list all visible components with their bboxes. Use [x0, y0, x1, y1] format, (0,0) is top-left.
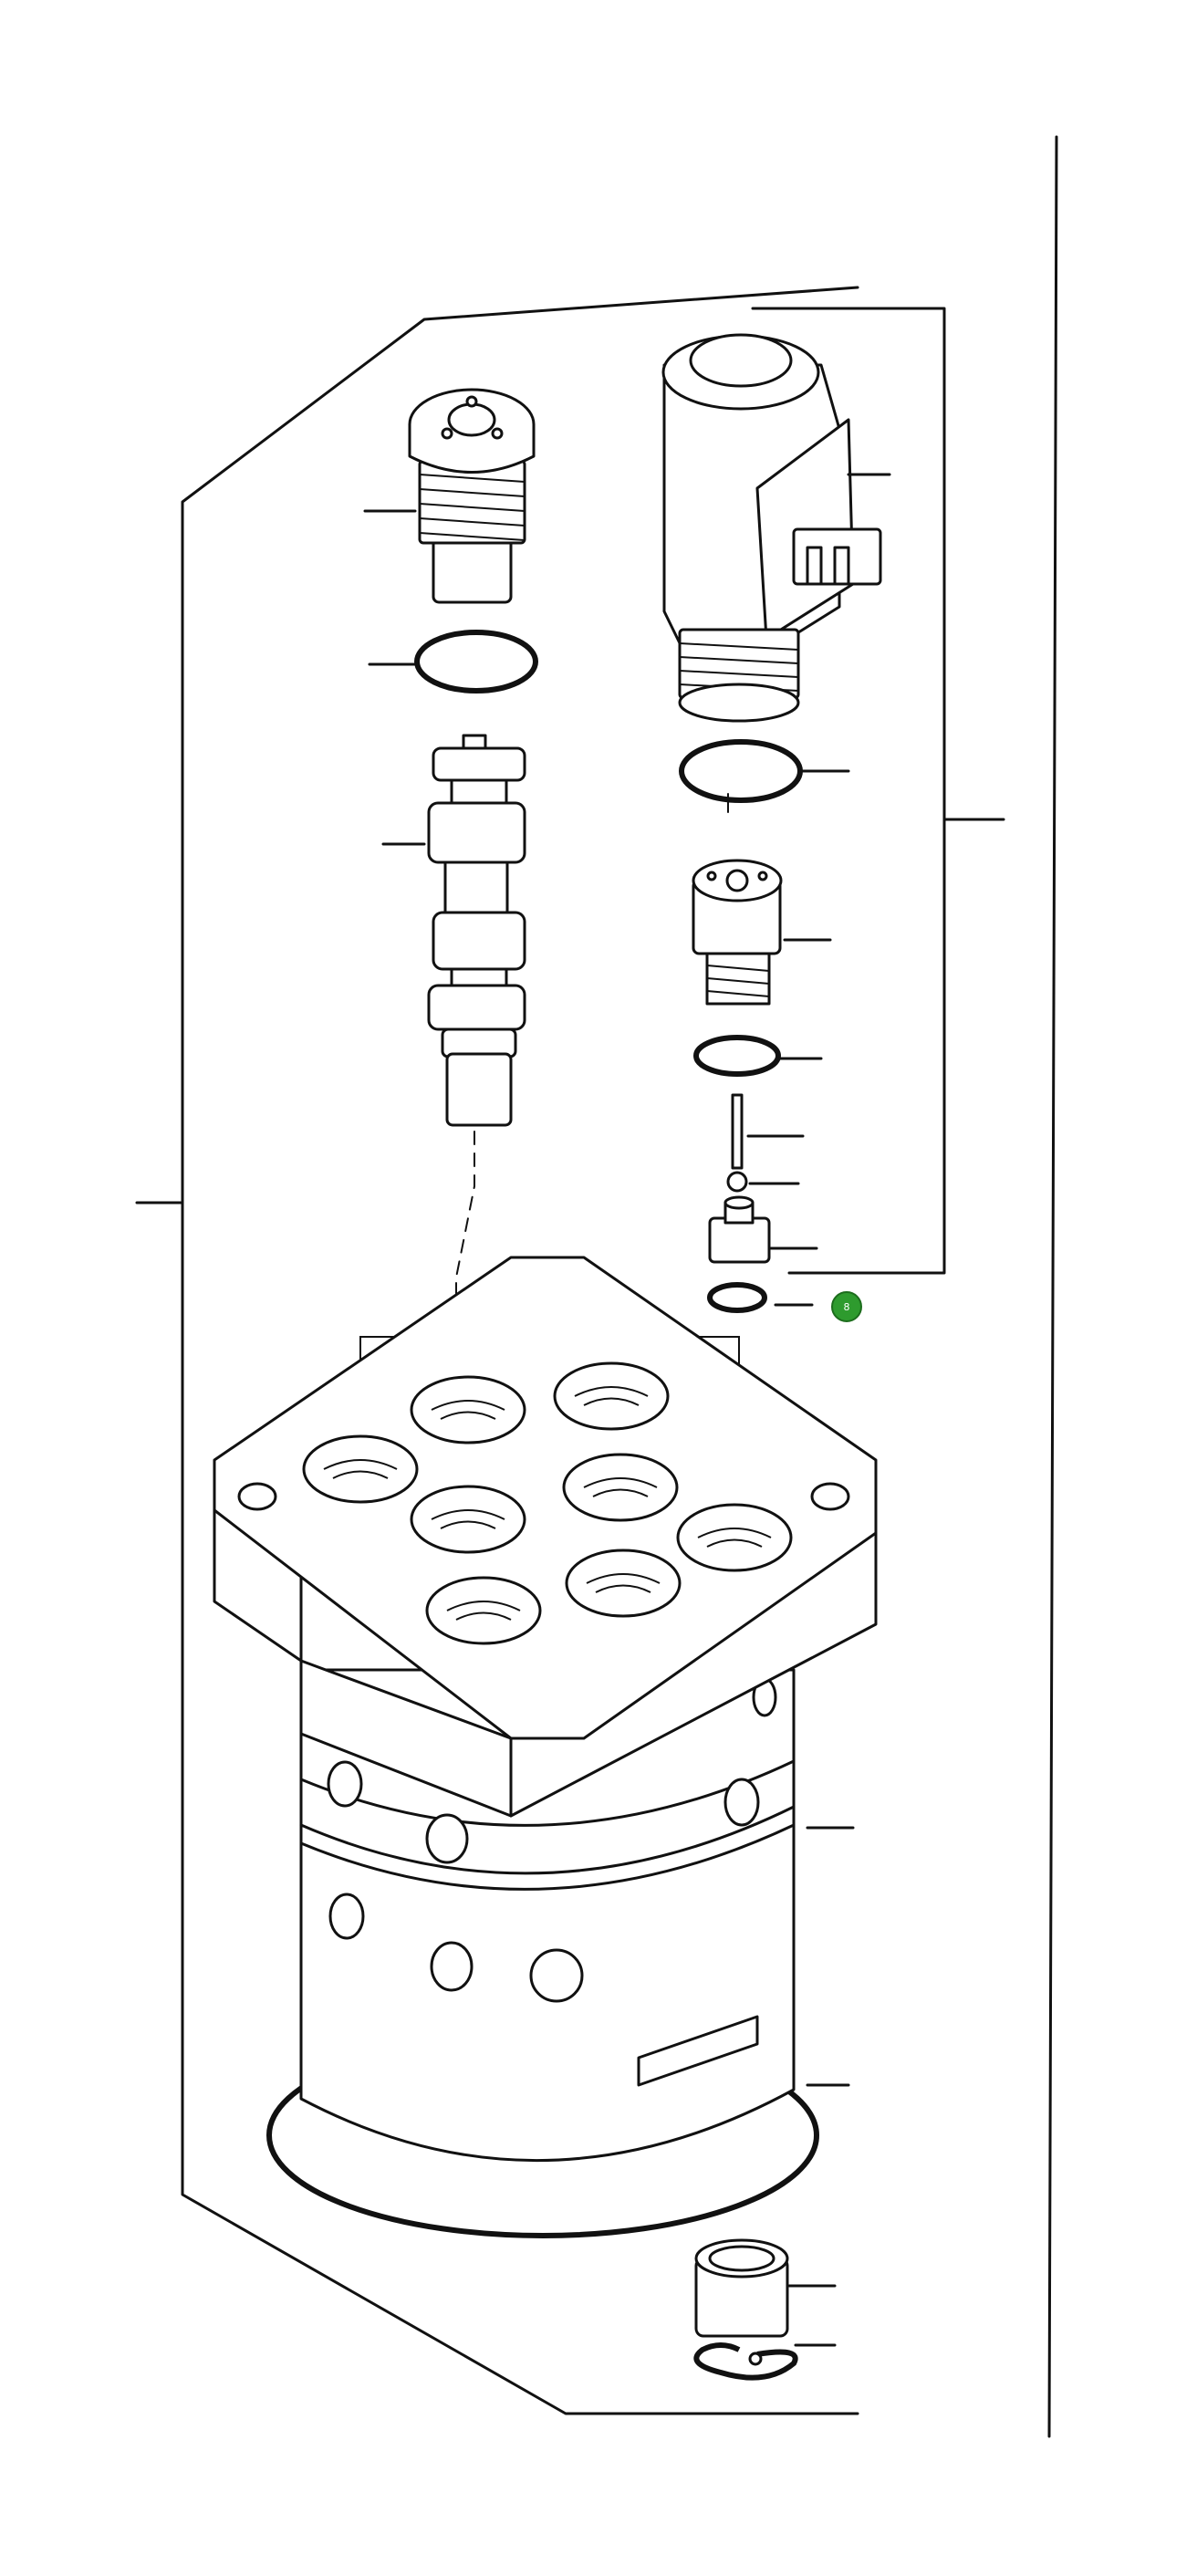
cap-plug: [363, 388, 536, 604]
upper-o-ring-left: [368, 630, 538, 694]
solenoid-coil: [661, 333, 891, 723]
valve-seat-insert: [692, 859, 832, 1006]
small-o-ring: [707, 1282, 814, 1313]
push-pin: [731, 1093, 805, 1170]
assembly-bracket: [135, 286, 859, 2415]
valve-plunger: [708, 1195, 818, 1264]
seat-o-ring: [693, 1035, 823, 1077]
ball: [726, 1171, 800, 1193]
circlip: [693, 2342, 837, 2381]
solenoid-o-ring: [679, 739, 850, 813]
callout-marker-label: 8: [844, 1301, 850, 1313]
callout-marker[interactable]: 8: [831, 1291, 862, 1322]
mounting-plate: [213, 1256, 878, 1818]
valve-spool: [381, 734, 526, 1127]
manifold-cylinder: [266, 1668, 855, 2238]
solenoid-group-bracket: [751, 307, 1005, 1275]
right-border-line: [1047, 135, 1058, 2438]
bushing: [694, 2238, 837, 2338]
